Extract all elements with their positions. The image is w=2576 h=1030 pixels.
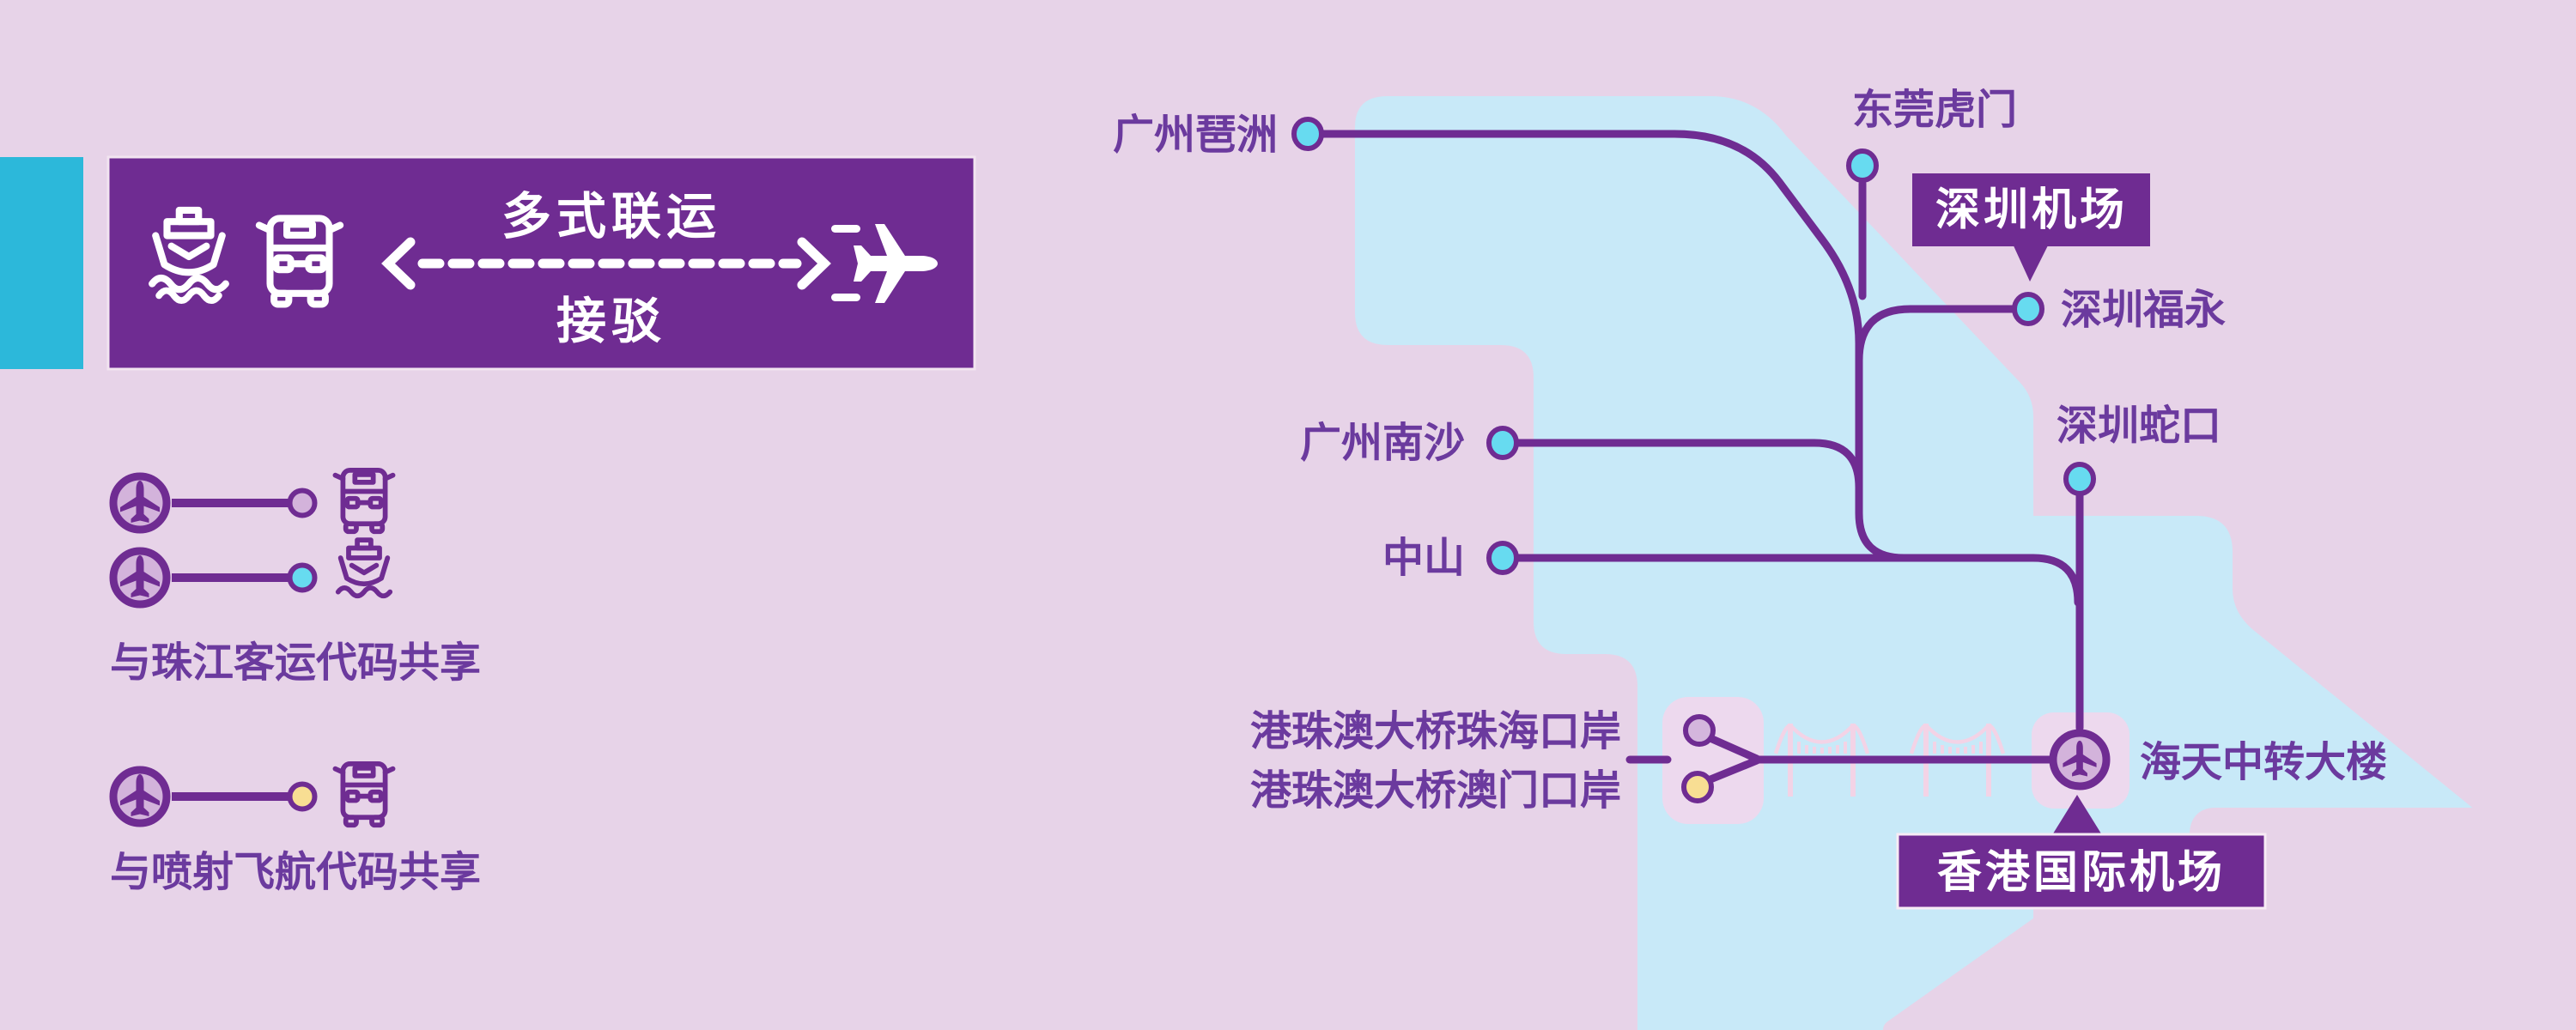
legend-row-plane-bus xyxy=(109,470,393,531)
legend-ferry-icon xyxy=(335,540,393,599)
legend-bus-icon-2 xyxy=(335,764,392,825)
legend-row-plane-bus-yellow xyxy=(109,764,393,825)
label-skypier: 海天中转大楼 xyxy=(2140,740,2387,785)
header-title-line2: 接驳 xyxy=(556,294,666,349)
shenzhen-airport-badge: 深圳机场 xyxy=(1912,173,2150,282)
legend-dot-cyan xyxy=(287,562,318,593)
dot-fuyong xyxy=(2012,292,2044,326)
hkia-badge: 香港国际机场 xyxy=(1896,795,2267,910)
ferry-icon xyxy=(149,210,229,305)
route-fuyong-branch xyxy=(1855,305,2018,365)
label-fuyong: 深圳福永 xyxy=(2061,288,2226,333)
route-hzmb-fork-macau xyxy=(1706,756,1761,784)
dot-pazhou xyxy=(1291,117,1324,151)
route-nansha-branch xyxy=(1511,439,1863,492)
label-hzmb-zhuhai: 港珠澳大桥珠海口岸 xyxy=(1250,709,1621,754)
plane-icon xyxy=(831,224,938,303)
label-humen: 东莞虎门 xyxy=(1852,88,2017,133)
route-pazhou-trunk xyxy=(1318,130,1908,562)
label-nansha: 广州南沙 xyxy=(1300,421,1465,466)
label-shekou: 深圳蛇口 xyxy=(2057,403,2221,449)
route-hzmb-fork-zhuhai xyxy=(1708,735,1761,763)
legend-dot-yellow xyxy=(287,781,318,812)
legend-dot-lavender xyxy=(287,488,318,518)
dot-hzmb-zhuhai xyxy=(1683,714,1716,747)
label-zhongshan: 中山 xyxy=(1382,536,1465,581)
double-arrow xyxy=(381,237,831,290)
hkia-badge-text: 香港国际机场 xyxy=(1937,848,2226,898)
header-banner: 多式联运 接驳 xyxy=(106,155,976,371)
dot-shekou xyxy=(2063,462,2096,496)
legend-text-turbojet: 与喷射飞航代码共享 xyxy=(110,850,481,895)
dot-nansha xyxy=(1486,426,1519,460)
dot-humen xyxy=(1846,148,1879,183)
skypier-hub xyxy=(2049,729,2111,791)
shenzhen-airport-badge-text: 深圳机场 xyxy=(1935,185,2128,235)
dot-hzmb-macau xyxy=(1681,771,1714,803)
legend-text-pearl: 与珠江客运代码共享 xyxy=(110,640,481,686)
legend-bus-icon-1 xyxy=(335,470,392,531)
dot-zhongshan xyxy=(1486,541,1519,575)
label-hzmb-macau: 港珠澳大桥澳门口岸 xyxy=(1250,768,1621,814)
route-lines xyxy=(1318,130,2084,784)
legend: 与珠江客运代码共享 与喷射飞航代码共享 xyxy=(109,470,481,895)
header-title-line1: 多式联运 xyxy=(501,189,721,245)
station-dots xyxy=(1291,117,2096,803)
legend-row-plane-ferry xyxy=(109,540,393,609)
label-pazhou: 广州琶洲 xyxy=(1113,112,1278,158)
teal-accent-bar xyxy=(0,157,83,369)
